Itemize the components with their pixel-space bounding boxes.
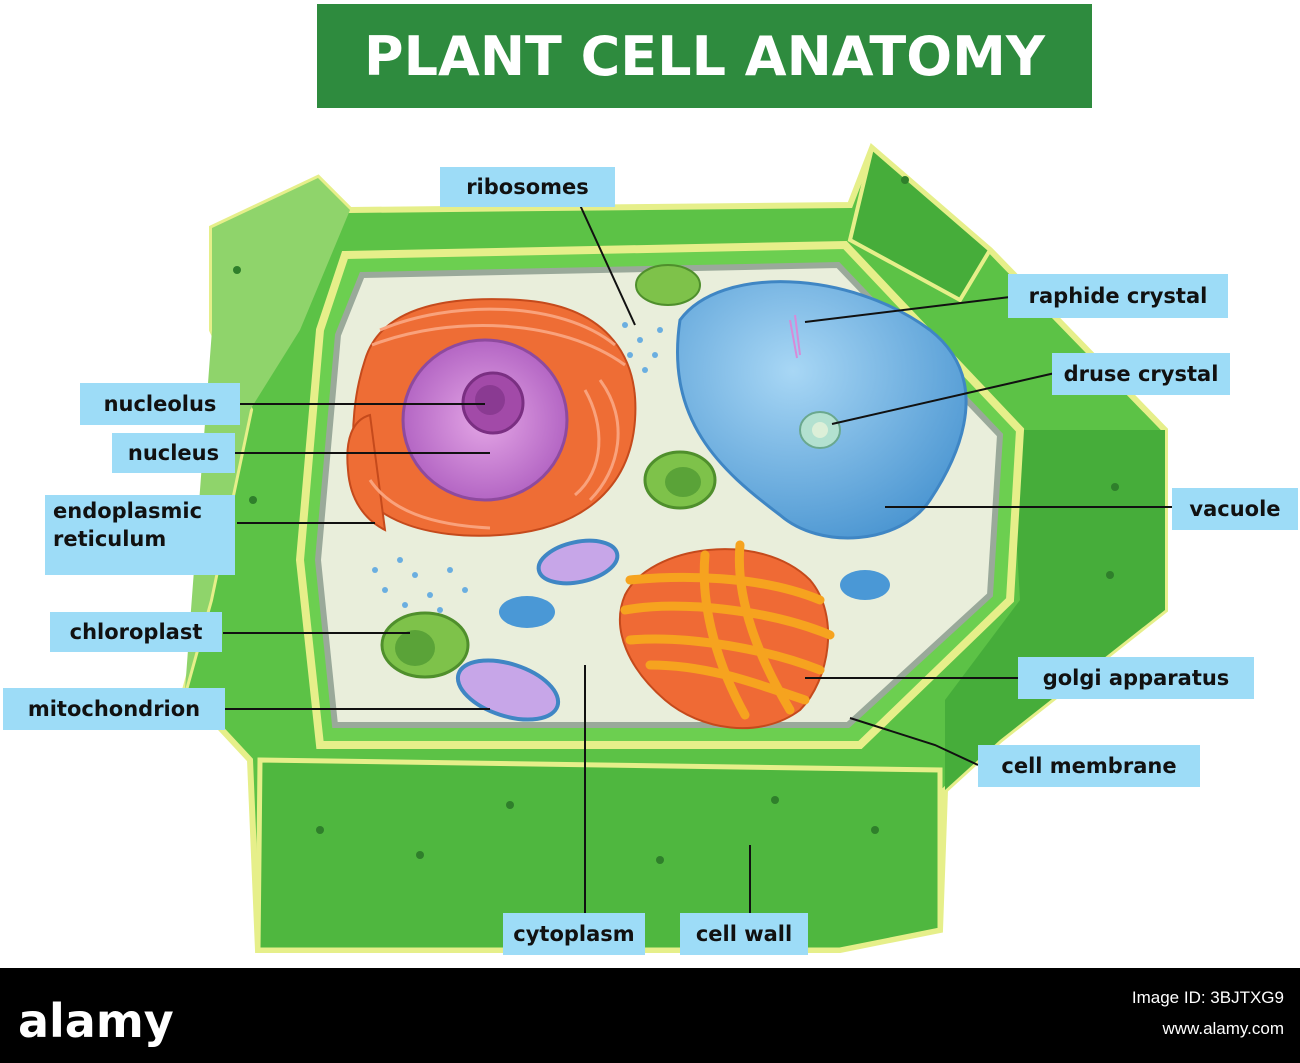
cell-wall-corner-top-right xyxy=(847,144,993,303)
golgi-apparatus xyxy=(619,540,835,730)
label-chloroplast: chloroplast xyxy=(50,612,222,652)
label-druse-crystal: druse crystal xyxy=(1052,353,1230,395)
label-nucleolus: nucleolus xyxy=(80,383,240,425)
label-ribosomes: ribosomes xyxy=(440,167,615,207)
cell-wall-face-right xyxy=(945,430,1165,790)
diagram-title: PLANT CELL ANATOMY xyxy=(317,4,1092,108)
label-cytoplasm: cytoplasm xyxy=(503,913,645,955)
ribosomes xyxy=(372,322,663,613)
nucleus xyxy=(401,338,569,502)
vacuole xyxy=(676,280,968,540)
leader-lines xyxy=(223,204,1175,925)
cell-wall-face-bottom xyxy=(255,757,943,953)
label-golgi-apparatus: golgi apparatus xyxy=(1018,657,1254,699)
site-url: www.alamy.com xyxy=(1162,1019,1284,1038)
raphide-crystal xyxy=(794,314,801,356)
chloroplast xyxy=(380,450,717,679)
label-raphide-crystal: raphide crystal xyxy=(1008,274,1228,318)
label-vacuole: vacuole xyxy=(1172,488,1298,530)
label-reticulum-line2: reticulum xyxy=(53,527,167,551)
plant-cell-diagram xyxy=(181,142,1175,953)
label-cell-wall: cell wall xyxy=(680,913,808,955)
label-endoplasmic-reticulum: endoplasmic reticulum xyxy=(45,495,235,575)
label-endoplasmic-line1: endoplasmic xyxy=(53,499,203,523)
label-cell-membrane: cell membrane xyxy=(978,745,1200,787)
label-mitochondrion: mitochondrion xyxy=(3,688,225,730)
label-nucleus: nucleus xyxy=(112,433,235,473)
mitochondrion xyxy=(455,538,620,722)
brand-logo: alamy xyxy=(18,994,174,1048)
plastid xyxy=(635,264,701,306)
footer-meta: Image ID: 3BJTXG9 www.alamy.com xyxy=(1132,982,1284,1044)
image-id: Image ID: 3BJTXG9 xyxy=(1131,988,1284,1007)
stock-footer: alamy Image ID: 3BJTXG9 www.alamy.com xyxy=(0,968,1300,1063)
cell-wall-face-left xyxy=(185,178,350,690)
vesicles xyxy=(499,570,890,628)
